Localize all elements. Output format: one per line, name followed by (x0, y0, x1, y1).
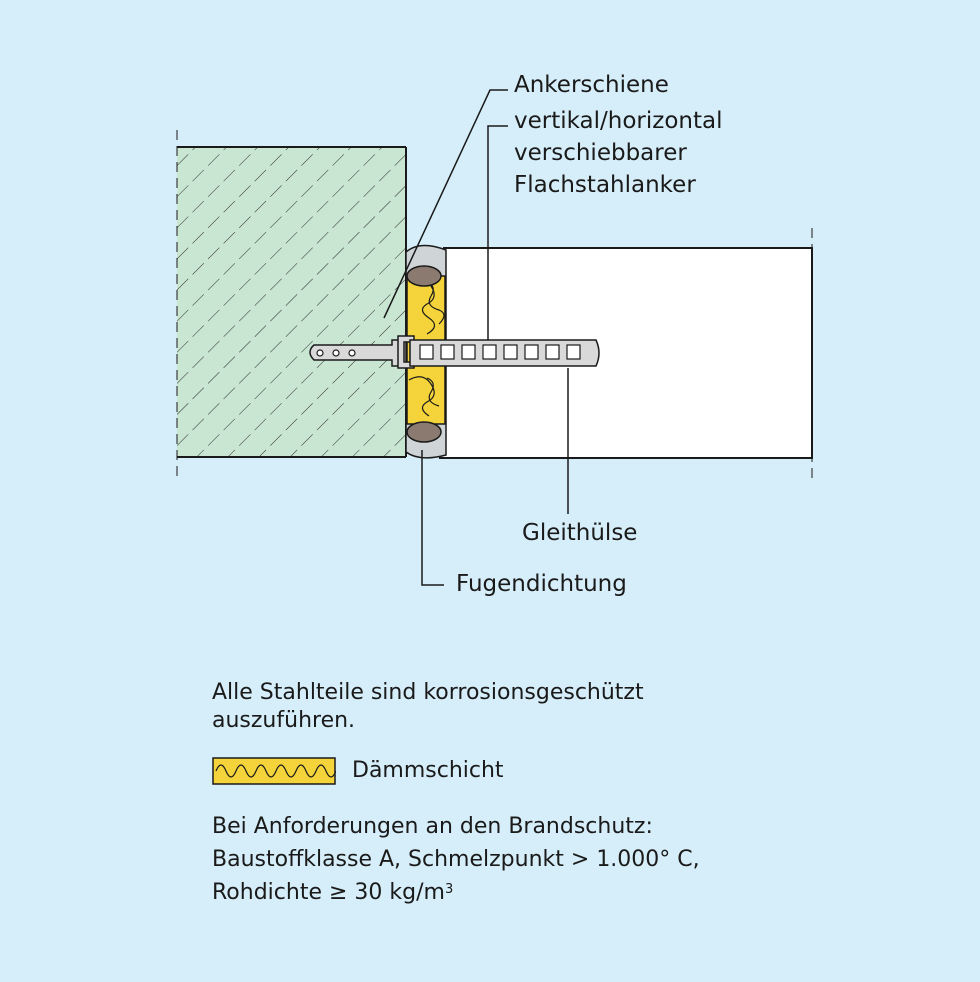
label-anchor-line3: Flachstahlanker (514, 172, 696, 198)
joint-seal-bottom (406, 421, 442, 443)
note-brandschutz-line2: Baustoffklasse A, Schmelzpunkt > 1.000° … (212, 847, 700, 872)
note-stahlteile-line1: Alle Stahlteile sind korrosionsgeschützt (212, 680, 644, 705)
label-fugendichtung: Fugendichtung (456, 571, 627, 597)
note-brandschutz-line1: Bei Anforderungen an den Brandschutz: (212, 814, 653, 839)
label-anchor-line2: verschiebbarer (514, 140, 687, 166)
legend-label: Dämmschicht (352, 758, 504, 783)
superscript-three: 3 (444, 882, 454, 897)
leader-lines (383, 89, 569, 586)
note-brandschutz-line3-text: Rohdichte ≥ 30 kg/m (212, 880, 445, 905)
insulation-legend-swatch (212, 757, 336, 785)
joint-seal-top (406, 265, 442, 287)
sliding-sleeve (409, 339, 600, 367)
label-anchor-line1: vertikal/horizontal (514, 108, 723, 134)
flat-steel-anchor (309, 335, 415, 369)
label-gleithuelse: Gleithülse (522, 520, 638, 546)
note-brandschutz-line3: Rohdichte ≥ 30 kg/m3 (212, 878, 453, 908)
concrete-wall (176, 130, 407, 478)
label-ankerschiene: Ankerschiene (514, 72, 669, 98)
note-stahlteile-line2: auszuführen. (212, 708, 356, 733)
